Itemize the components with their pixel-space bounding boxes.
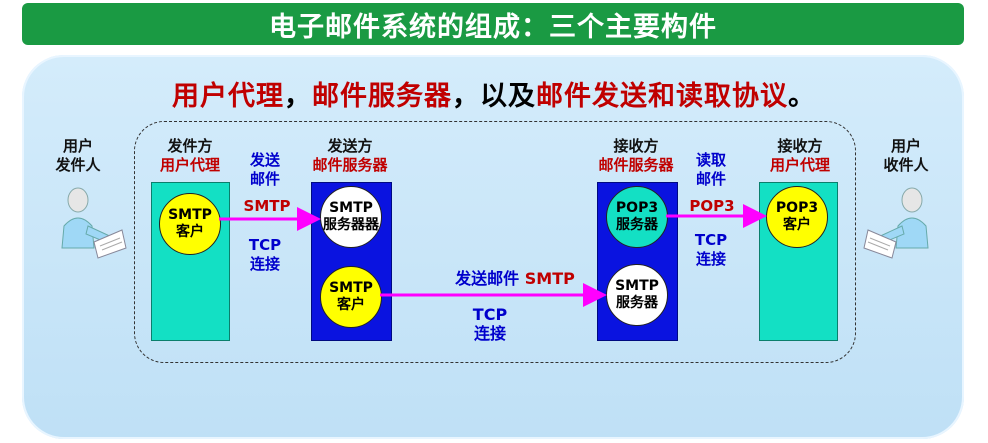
middle-send-proto: SMTP — [524, 269, 575, 288]
sender-smtp-server-line1: SMTP — [329, 200, 373, 216]
sender-user-label: 用户 发件人 — [48, 137, 108, 175]
receiver-smtp-server-line1: SMTP — [615, 278, 659, 294]
send-smtp-label: SMTP — [243, 197, 291, 215]
middle-send-label: 发送邮件 SMTP — [430, 269, 600, 288]
read-pop3-label: POP3 — [689, 197, 735, 215]
receiver-smtp-server-line2: 服务器 — [616, 295, 658, 311]
middle-tcp-label: TCP 连接 — [465, 305, 515, 343]
mail-system-boundary — [134, 121, 856, 363]
subtitle-end: 。 — [788, 81, 816, 112]
read-mail-line1: 读取 — [695, 151, 726, 169]
sender-smtp-server: SMTP 服务器器 — [320, 186, 382, 248]
sender-agent-line2: 用户代理 — [159, 156, 220, 174]
receiver-pop3-server-line1: POP3 — [615, 200, 659, 216]
receiver-user-line2: 收件人 — [883, 156, 929, 174]
send-mail-label: 发送 邮件 — [240, 151, 290, 189]
subtitle: 用户代理，邮件服务器，以及邮件发送和读取协议。 — [0, 74, 988, 113]
receiver-server-line1: 接收方 — [613, 137, 659, 155]
subtitle-sep2: ，以及 — [452, 81, 536, 112]
receiver-smtp-server: SMTP 服务器 — [606, 264, 668, 326]
read-mail-line2: 邮件 — [695, 170, 726, 188]
send-tcp-line1: TCP — [248, 236, 282, 254]
send-tcp-label: TCP 连接 — [240, 236, 290, 274]
read-tcp-label: TCP 连接 — [686, 231, 736, 269]
receiver-agent-line2: 用户代理 — [769, 156, 830, 174]
sender-smtp-client-line1: SMTP — [168, 207, 212, 223]
sender-server-line1: 发送方 — [327, 137, 373, 155]
send-tcp-line2: 连接 — [249, 255, 280, 273]
sender-server-smtp-client-line2: 客户 — [337, 297, 365, 313]
middle-tcp-line1: TCP — [472, 305, 508, 324]
receiver-server-label: 接收方 邮件服务器 — [586, 137, 686, 175]
sender-user-line1: 用户 — [62, 137, 93, 155]
send-mail-line2: 邮件 — [249, 170, 280, 188]
middle-tcp-line2: 连接 — [473, 324, 506, 343]
sender-agent-label: 发件方 用户代理 — [145, 137, 235, 175]
sender-agent-line1: 发件方 — [167, 137, 213, 155]
receiver-pop3-server-line2: 服务器 — [616, 217, 658, 233]
subtitle-protocol: 邮件发送和读取协议 — [536, 81, 788, 112]
title-bar: 电子邮件系统的组成：三个主要构件 — [22, 3, 964, 45]
receiver-agent-label: 接收方 用户代理 — [755, 137, 845, 175]
receiver-person-icon — [863, 187, 929, 259]
receiver-pop3-client-line1: POP3 — [775, 200, 819, 216]
read-tcp-line2: 连接 — [695, 250, 726, 268]
send-mail-line1: 发送 — [249, 151, 280, 169]
receiver-server-line2: 邮件服务器 — [598, 156, 674, 174]
subtitle-mail-server: 邮件服务器 — [312, 81, 452, 112]
receiver-user-label: 用户 收件人 — [876, 137, 936, 175]
sender-server-line2: 邮件服务器 — [312, 156, 388, 174]
sender-server-smtp-client: SMTP 客户 — [320, 266, 382, 328]
receiver-user-line1: 用户 — [890, 137, 921, 155]
sender-person-icon — [61, 187, 127, 259]
subtitle-sep1: ， — [284, 81, 312, 112]
receiver-agent-line1: 接收方 — [777, 137, 823, 155]
sender-server-label: 发送方 邮件服务器 — [300, 137, 400, 175]
middle-send-text: 发送邮件 — [455, 269, 520, 288]
sender-smtp-client-line2: 客户 — [176, 224, 204, 240]
sender-smtp-client: SMTP 客户 — [159, 193, 221, 255]
receiver-pop3-server: POP3 服务器 — [606, 186, 668, 248]
sender-smtp-server-line2: 服务器器 — [323, 217, 379, 233]
receiver-pop3-client-line2: 客户 — [783, 217, 811, 233]
sender-user-line2: 发件人 — [55, 156, 101, 174]
read-tcp-line1: TCP — [694, 231, 728, 249]
page-title: 电子邮件系统的组成：三个主要构件 — [269, 11, 717, 43]
read-mail-label: 读取 邮件 — [686, 151, 736, 189]
receiver-pop3-client: POP3 客户 — [766, 186, 828, 248]
sender-server-smtp-client-line1: SMTP — [329, 280, 373, 296]
subtitle-user-agent: 用户代理 — [172, 81, 284, 112]
